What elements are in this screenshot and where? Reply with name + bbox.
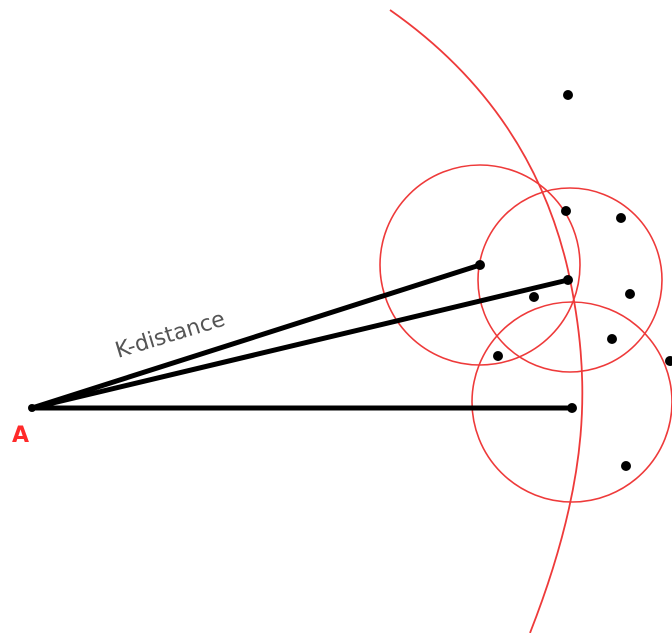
data-point [529,292,539,302]
data-point [616,213,626,223]
data-point [567,403,577,413]
data-point [665,356,672,366]
neighborhood-circle-2 [477,187,663,373]
data-point [561,206,571,216]
reachability-arc [389,9,584,633]
k-distance-label: K-distance [112,307,228,364]
neighborhood-circle-3 [471,301,672,503]
distance-line-1 [29,262,483,411]
data-point [625,289,635,299]
data-point [563,275,573,285]
neighborhood-circle-1 [379,164,581,366]
data-point [493,351,503,361]
data-point [475,260,485,270]
distance-line-2 [29,277,571,411]
data-point [563,90,573,100]
data-point [621,461,631,471]
point-a [28,404,36,412]
data-point [607,334,617,344]
point-a-label: A [12,423,29,448]
